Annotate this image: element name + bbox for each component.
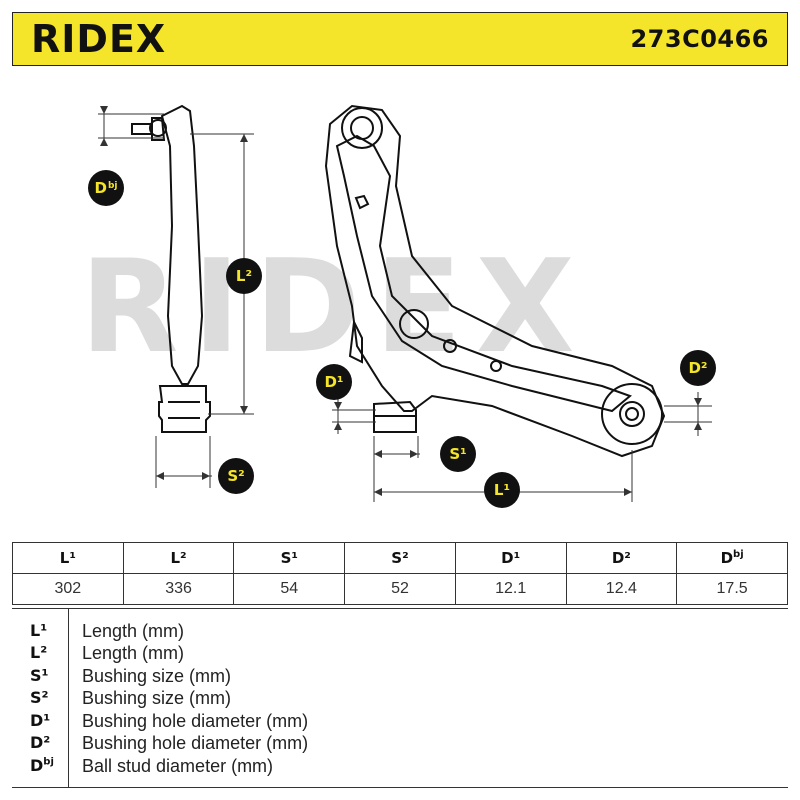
legend-symbol: L¹ — [30, 621, 48, 640]
spec-value-d2: 12.4 — [565, 573, 678, 605]
s2-bubble: S² — [218, 458, 254, 494]
spec-header-s2: S² — [344, 542, 456, 574]
spec-value-l2: 336 — [122, 573, 235, 605]
spec-table: L¹ L² S¹ S² D¹ D² Dbj 302 336 54 52 12.1… — [12, 542, 788, 605]
legend-description: Length (mm) — [82, 643, 185, 663]
part-number: 273C0466 — [630, 25, 769, 53]
technical-drawing: RIDEX — [12, 66, 788, 542]
front-view-bushing — [373, 400, 417, 433]
header-bar: RIDEX 273C0466 — [12, 12, 788, 66]
spec-header-d2: D² — [565, 542, 678, 574]
spec-value-dbj: 17.5 — [676, 573, 788, 605]
front-view-arm — [324, 104, 666, 458]
watermark: RIDEX — [80, 233, 589, 382]
legend-description: Bushing hole diameter (mm) — [82, 711, 309, 731]
legend-description: Bushing size (mm) — [82, 688, 232, 708]
legend-symbol: L² — [30, 643, 48, 662]
l1-bubble: L¹ — [484, 472, 520, 508]
spec-value-l1: 302 — [12, 573, 124, 605]
spec-header-d1: D¹ — [454, 542, 567, 574]
control-arm-drawing — [98, 104, 712, 502]
legend-row: S² Bushing size (mm) — [12, 688, 788, 710]
side-view-arm — [160, 104, 204, 385]
ball-joint-eye — [341, 107, 383, 149]
spec-value-row: 302 336 54 52 12.1 12.4 17.5 — [12, 573, 788, 605]
d1-bubble: D¹ — [316, 364, 352, 400]
spec-header-dbj: Dbj — [676, 542, 788, 574]
spec-header-l1: L¹ — [12, 542, 124, 574]
legend: L¹ Length (mm) L² Length (mm) S¹ Bushing… — [12, 608, 788, 788]
legend-description: Bushing size (mm) — [82, 666, 232, 686]
brand-logo: RIDEX — [31, 17, 167, 61]
spec-header-s1: S¹ — [233, 542, 346, 574]
legend-row: D¹ Bushing hole diameter (mm) — [12, 711, 788, 733]
legend-divider — [68, 609, 69, 787]
legend-symbol: S¹ — [30, 666, 49, 685]
legend-symbol: S² — [30, 688, 49, 707]
spec-header-row: L¹ L² S¹ S² D¹ D² Dbj — [12, 542, 788, 574]
legend-description: Bushing hole diameter (mm) — [82, 733, 309, 753]
d2-bubble: D² — [680, 350, 716, 386]
spec-value-d1: 12.1 — [454, 573, 567, 605]
legend-symbol: Dbj — [30, 756, 54, 775]
s1-bubble: S¹ — [440, 436, 476, 472]
legend-description: Ball stud diameter (mm) — [82, 756, 274, 776]
rear-bushing-eye — [601, 383, 663, 445]
l2-bubble: L² — [226, 258, 262, 294]
legend-symbol: D¹ — [30, 711, 51, 730]
spec-value-s1: 54 — [233, 573, 346, 605]
spec-header-l2: L² — [122, 542, 235, 574]
legend-row: L¹ Length (mm) — [12, 621, 788, 643]
spec-value-s2: 52 — [344, 573, 456, 605]
legend-row: D² Bushing hole diameter (mm) — [12, 733, 788, 755]
side-view-bushing — [158, 385, 211, 433]
legend-description: Length (mm) — [82, 621, 185, 641]
arm-hole-large — [399, 309, 429, 339]
legend-row: L² Length (mm) — [12, 643, 788, 665]
legend-row: Dbj Ball stud diameter (mm) — [12, 756, 788, 778]
legend-symbol: D² — [30, 733, 51, 752]
legend-row: S¹ Bushing size (mm) — [12, 666, 788, 688]
